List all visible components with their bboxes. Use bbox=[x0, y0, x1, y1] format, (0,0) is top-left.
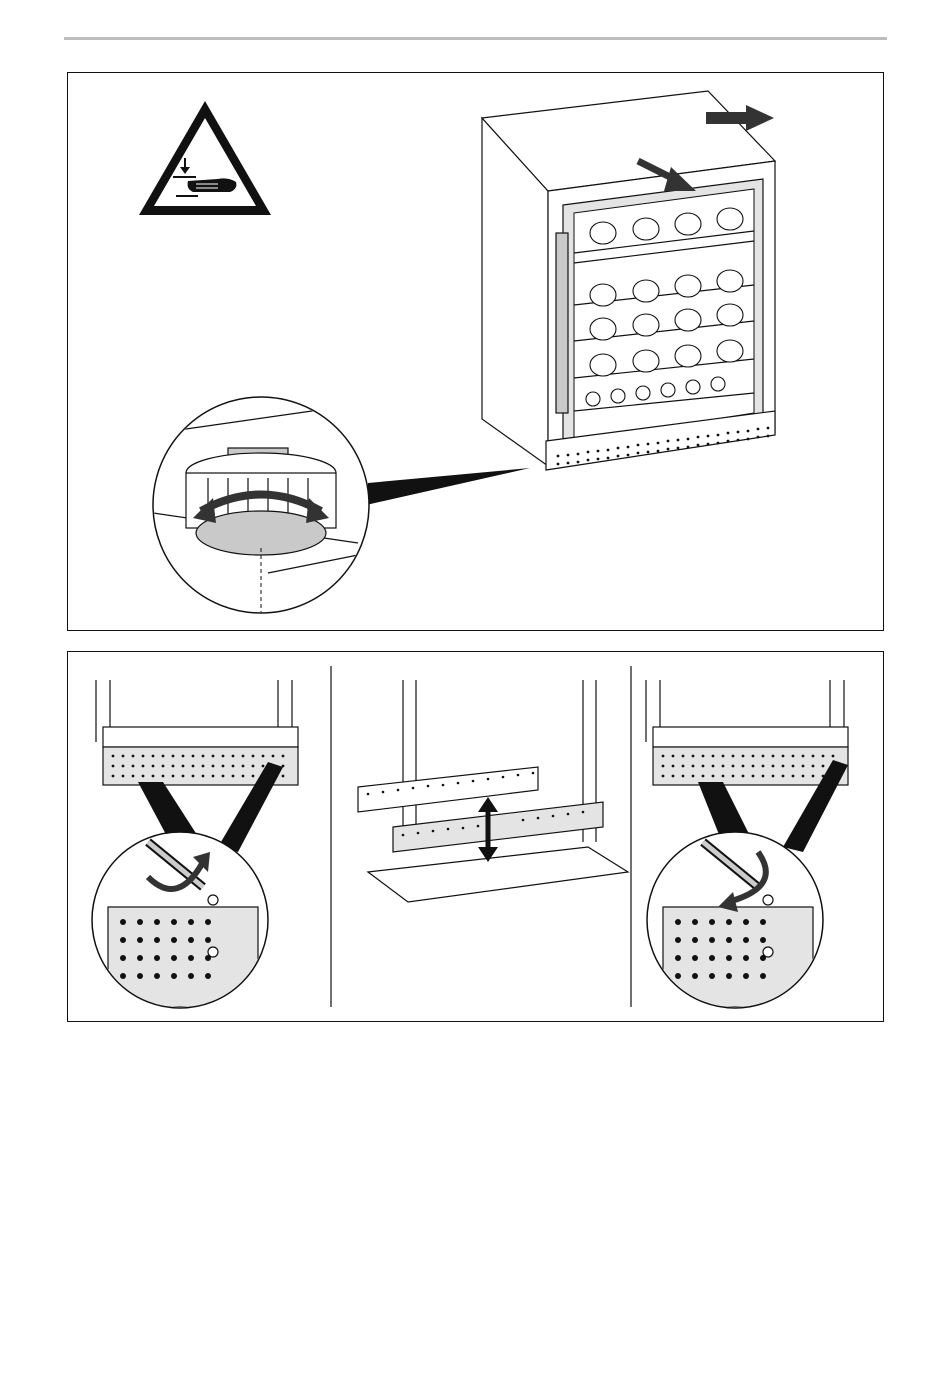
figure-top-panel bbox=[67, 72, 884, 631]
adjustable-foot-detail bbox=[153, 397, 369, 613]
figure-bottom-panel bbox=[67, 651, 884, 1022]
wine-cooler-illustration bbox=[482, 91, 775, 470]
step-adjust-plinth-height bbox=[358, 680, 628, 902]
header-rule bbox=[64, 37, 887, 40]
step-screw-plinth bbox=[646, 680, 848, 1008]
crush-warning-icon bbox=[139, 101, 271, 215]
step-unscrew-plinth bbox=[92, 680, 298, 1008]
